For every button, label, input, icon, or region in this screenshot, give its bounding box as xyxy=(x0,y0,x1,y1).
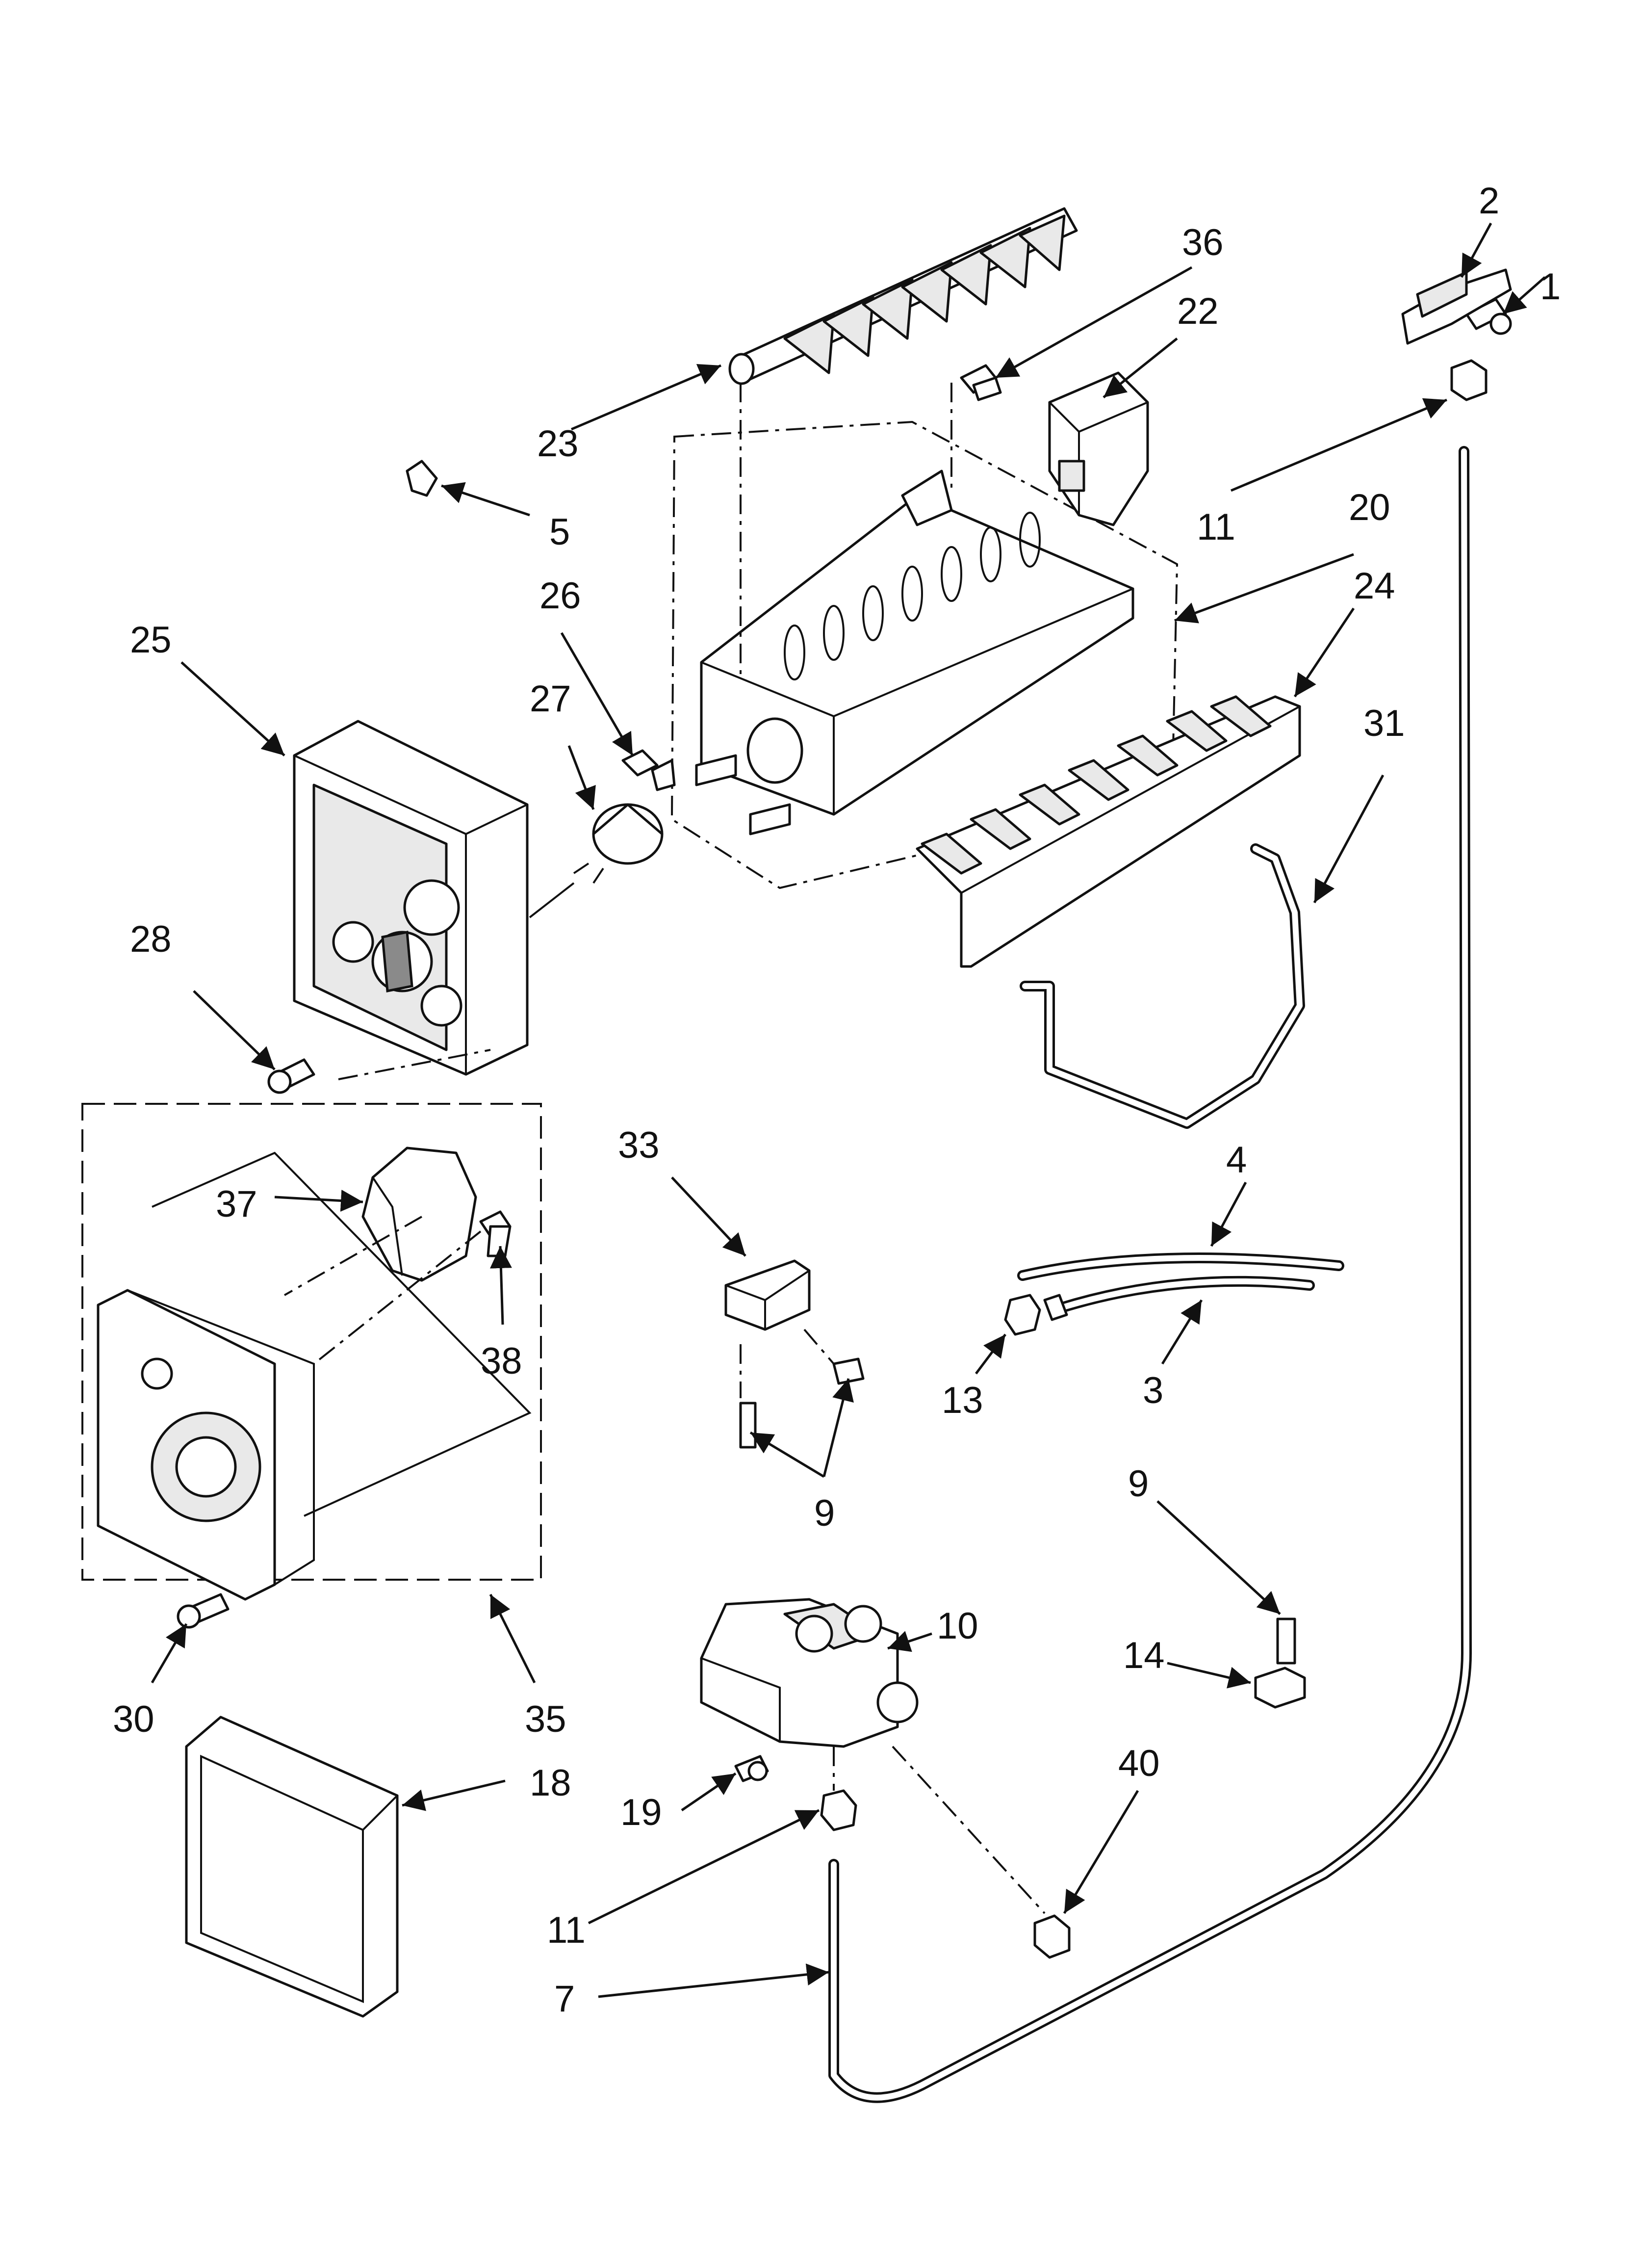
ice-mold-part xyxy=(695,469,1134,835)
control-module-assembly-boundary xyxy=(81,1103,542,1581)
thermostat-clip-part xyxy=(621,749,676,791)
ejector-shaft-part xyxy=(728,207,1078,385)
callout-38: 38 xyxy=(481,1340,522,1382)
callout-31: 31 xyxy=(1363,703,1405,744)
callout-27: 27 xyxy=(530,678,571,720)
callout-2: 2 xyxy=(1479,180,1499,222)
leader-arrows xyxy=(151,222,1546,1998)
connection-lines xyxy=(152,383,1046,1914)
front-cover-part xyxy=(185,1716,399,2018)
screw-9-clamp-part xyxy=(1276,1617,1296,1665)
callout-20: 20 xyxy=(1349,487,1390,528)
motor-cover-part xyxy=(361,1147,477,1282)
callout-3: 3 xyxy=(1143,1370,1163,1411)
shutoff-arm-part xyxy=(1020,843,1305,1129)
nut-11-top-part xyxy=(1450,359,1488,401)
stripper-part xyxy=(916,695,1301,968)
nut-40-part xyxy=(1033,1914,1071,1959)
tube-clamp-14-part xyxy=(1254,1667,1306,1709)
control-module-part xyxy=(97,1289,315,1601)
callout-33: 33 xyxy=(618,1124,660,1166)
callout-23: 23 xyxy=(537,423,579,465)
callout-9-bracket: 9 xyxy=(814,1492,835,1534)
screw-28-part xyxy=(267,1058,315,1094)
callout-4: 4 xyxy=(1226,1139,1247,1181)
screw-38-part xyxy=(479,1210,512,1257)
water-valve-part xyxy=(700,1598,919,1748)
callout-18: 18 xyxy=(530,1762,571,1804)
callout-14: 14 xyxy=(1123,1635,1165,1676)
ice-maker-assembly-boundary xyxy=(670,420,1179,889)
callout-30: 30 xyxy=(113,1698,154,1740)
screw-30-part xyxy=(177,1593,230,1629)
callout-40: 40 xyxy=(1118,1743,1160,1784)
callout-11-bottom: 11 xyxy=(547,1909,586,1951)
callout-1: 1 xyxy=(1540,266,1561,308)
callout-26: 26 xyxy=(539,575,581,617)
bracket-33-part xyxy=(724,1259,811,1331)
callout-10: 10 xyxy=(937,1605,978,1647)
callout-7: 7 xyxy=(554,1978,575,2020)
thermostat-part xyxy=(573,803,664,884)
tube-bracket-part xyxy=(1401,268,1512,345)
callout-9-clamp: 9 xyxy=(1128,1463,1149,1505)
callout-5: 5 xyxy=(549,511,570,553)
nut-13-part xyxy=(1004,1294,1041,1336)
callout-35: 35 xyxy=(525,1698,566,1740)
callout-13: 13 xyxy=(942,1380,983,1421)
screw-36-part xyxy=(960,364,1002,401)
nut-11-bottom-part xyxy=(820,1789,857,1831)
callout-11-top: 11 xyxy=(1197,506,1235,548)
screw-9-bracket-part xyxy=(739,1357,865,1449)
water-tube-part xyxy=(828,446,1472,2103)
callout-36: 36 xyxy=(1182,222,1224,263)
fill-tube-part-4 xyxy=(1017,1252,1344,1281)
callout-22: 22 xyxy=(1177,290,1219,332)
callout-24: 24 xyxy=(1354,565,1395,607)
callout-25: 25 xyxy=(130,619,172,661)
fill-cup-part xyxy=(1048,371,1149,526)
callout-19: 19 xyxy=(620,1792,662,1833)
screw-19-part xyxy=(734,1755,769,1782)
fill-tube-part-3 xyxy=(1043,1276,1315,1321)
callout-labels: 1 2 36 22 23 5 11 20 26 25 24 27 31 28 3… xyxy=(113,180,1561,2020)
callout-28: 28 xyxy=(130,918,172,960)
control-housing-part xyxy=(293,720,529,1076)
wire-clip-part xyxy=(406,460,438,497)
callout-37: 37 xyxy=(216,1183,257,1225)
screw-1-part xyxy=(1465,298,1512,335)
